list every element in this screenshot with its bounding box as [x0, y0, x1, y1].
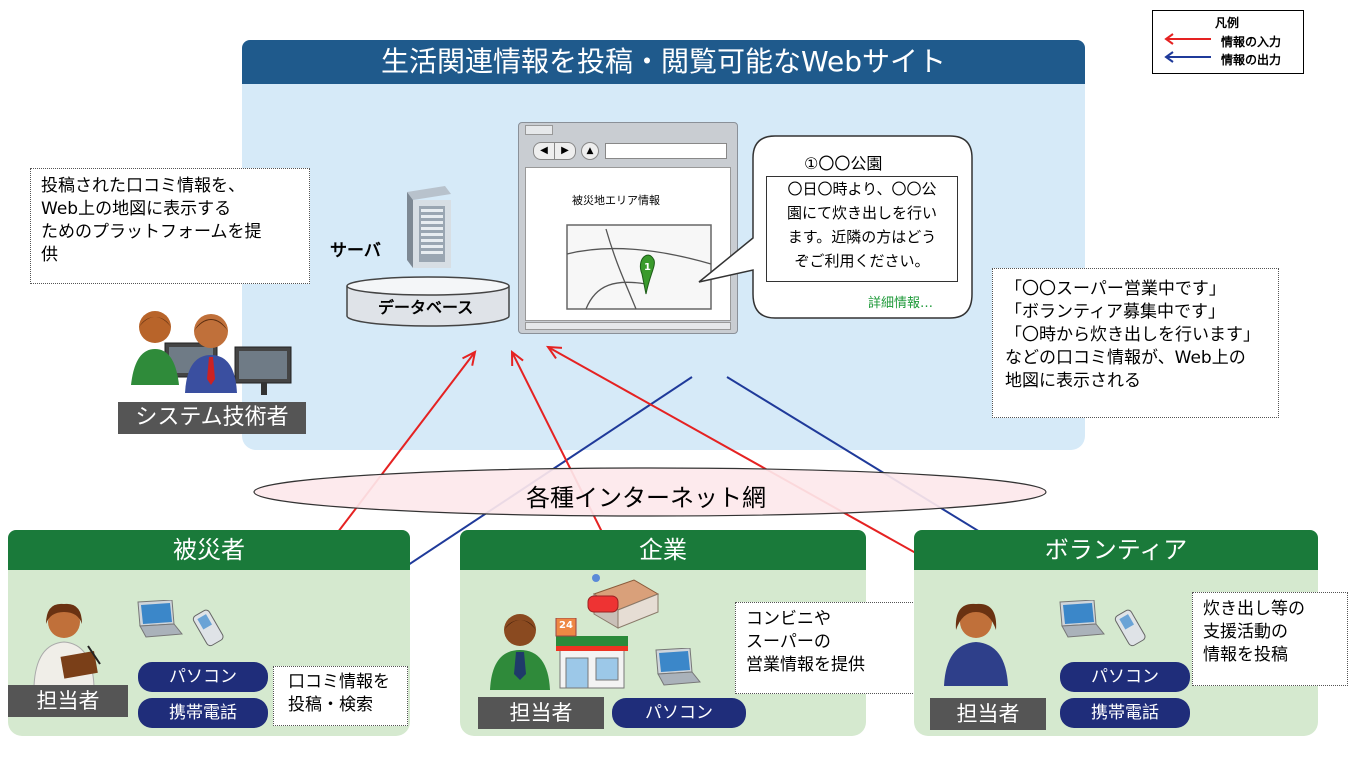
callout-line: 園にて炊き出しを行い [786, 204, 937, 222]
business-title-bar: 企業 [460, 530, 866, 570]
volunteer-person-label: 担当者 [930, 698, 1046, 730]
map-pin-number: 1 [644, 262, 651, 273]
platform-note-line: 供 [41, 245, 58, 265]
business-note-line: スーパーの [746, 632, 831, 652]
volunteer-phone-icon [1114, 609, 1146, 647]
business-person-label: 担当者 [478, 697, 604, 729]
callout-line: 〇日〇時より、〇〇公 [787, 180, 937, 198]
callout-detail-link[interactable]: 詳細情報… [868, 296, 934, 311]
database-label: データベース [378, 298, 474, 317]
legend: 凡例 情報の入力 情報の出力 [1152, 10, 1304, 74]
victim-phone-icon [192, 609, 224, 647]
victims-title-bar: 被災者 [8, 530, 410, 570]
legend-output-label: 情報の出力 [1221, 53, 1282, 67]
business-pc-pill: パソコン [612, 698, 746, 728]
legend-input-label: 情報の入力 [1221, 35, 1282, 49]
legend-output-arrow [1164, 51, 1211, 63]
browser-tab [525, 125, 553, 135]
address-bar[interactable] [605, 143, 727, 159]
example-note-line: 地図に表示される [1005, 371, 1141, 391]
legend-input-arrow [1164, 33, 1211, 45]
convenience-store-icon [555, 618, 628, 689]
supermarket-icon [587, 574, 660, 629]
business-person-icon [490, 614, 550, 690]
example-note: 「〇〇スーパー営業中です」 「ボランティア募集中です」 「〇時から炊き出しを行い… [992, 268, 1279, 418]
callout-line: ぞご利用ください。 [794, 252, 930, 270]
browser-heading: 被災地エリア情報 [572, 194, 660, 207]
business-note-line: 営業情報を提供 [746, 655, 865, 675]
volunteers-title: ボランティア [1044, 536, 1188, 564]
callout-line: ます。近隣の方はどう [787, 228, 937, 246]
victim-laptop-icon [137, 600, 183, 638]
business-title: 企業 [639, 536, 687, 564]
area-map [566, 224, 712, 310]
volunteer-person-icon [944, 603, 1008, 686]
volunteer-laptop-icon [1059, 600, 1105, 638]
home-icon[interactable]: ▲ [581, 142, 599, 160]
platform-note: 投稿された口コミ情報を、 Web上の地図に表示する ためのプラットフォームを提 … [30, 168, 310, 284]
browser-content: 被災地エリア情報 1 [525, 167, 731, 321]
victim-phone-pill: 携帯電話 [138, 698, 268, 728]
back-icon[interactable]: ◀ [533, 142, 555, 160]
volunteer-phone-pill: 携帯電話 [1060, 698, 1190, 728]
victim-person-label: 担当者 [8, 685, 128, 717]
server-label: サーバ [330, 241, 381, 261]
victim-note-line: 口コミ情報を [288, 672, 390, 692]
network-ellipse [253, 467, 1047, 517]
business-laptop-icon [655, 648, 701, 686]
victim-person-icon [33, 603, 101, 686]
example-note-line: 「ボランティア募集中です」 [1005, 302, 1225, 322]
callout-title: ①〇〇公園 [804, 154, 883, 173]
server-icon [407, 186, 451, 268]
website-title-bar: 生活関連情報を投稿・閲覧可能なWebサイト [242, 40, 1085, 84]
legend-title: 凡例 [1215, 16, 1240, 30]
callout-body: 〇日〇時より、〇〇公 園にて炊き出しを行い ます。近隣の方はどう ぞご利用くださ… [766, 176, 958, 282]
browser-scrollbar[interactable] [525, 322, 731, 330]
network-label: 各種インターネット網 [526, 484, 766, 512]
browser-window: ◀ ▶ ▲ 被災地エリア情報 1 [518, 122, 738, 334]
victim-note-line: 投稿・検索 [288, 695, 373, 715]
business-note-line: コンビニや [746, 609, 831, 629]
system-tech-label: システム技術者 [118, 402, 306, 434]
example-note-line: などの口コミ情報が、Web上の [1005, 348, 1246, 368]
volunteer-note-line: 支援活動の [1203, 622, 1288, 642]
system-technicians-icon [131, 311, 292, 395]
volunteer-note-line: 情報を投稿 [1203, 645, 1288, 665]
store-sign: 24 [559, 620, 573, 631]
website-title: 生活関連情報を投稿・閲覧可能なWebサイト [380, 45, 947, 78]
volunteer-note: 炊き出し等の 支援活動の 情報を投稿 [1192, 592, 1348, 686]
database-icon [346, 276, 510, 327]
victim-pc-pill: パソコン [138, 662, 268, 692]
volunteer-note-line: 炊き出し等の [1203, 599, 1305, 619]
platform-note-line: Web上の地図に表示する [41, 199, 232, 219]
example-note-line: 「〇時から炊き出しを行います」 [1005, 325, 1260, 345]
victim-note: 口コミ情報を 投稿・検索 [273, 666, 408, 726]
forward-icon[interactable]: ▶ [554, 142, 576, 160]
volunteers-title-bar: ボランティア [914, 530, 1318, 570]
volunteer-pc-pill: パソコン [1060, 662, 1190, 692]
platform-note-line: 投稿された口コミ情報を、 [41, 176, 245, 196]
victims-title: 被災者 [173, 536, 245, 564]
example-note-line: 「〇〇スーパー営業中です」 [1005, 279, 1226, 299]
platform-note-line: ためのプラットフォームを提 [41, 222, 262, 242]
business-note: コンビニや スーパーの 営業情報を提供 [735, 602, 919, 694]
